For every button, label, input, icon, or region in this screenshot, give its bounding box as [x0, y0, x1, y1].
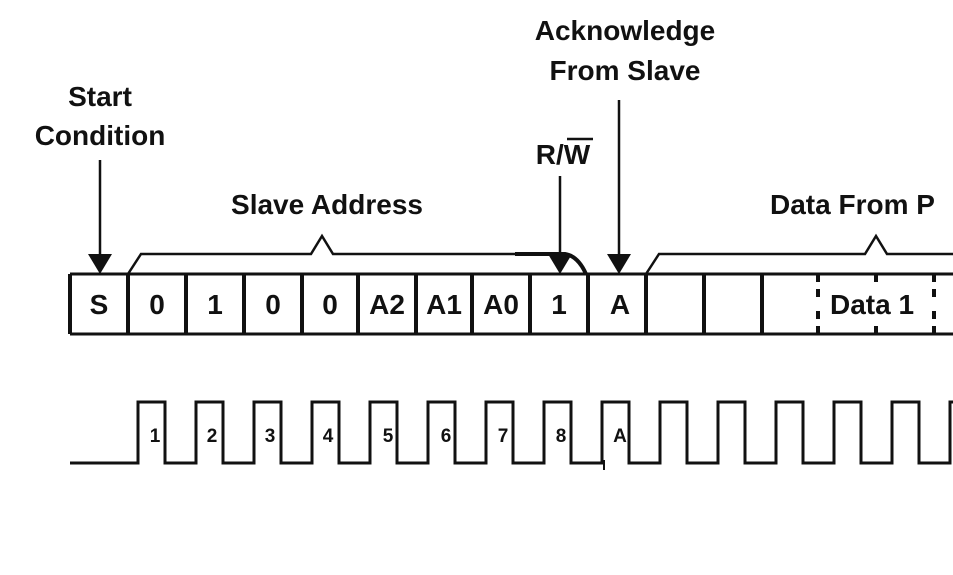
data-frame: S 0 1 0 0 A2 A1 A0 1 A Data 1	[68, 272, 953, 336]
clock-pulse-label: 4	[323, 426, 334, 447]
acknowledge-annotation: Acknowledge From Slave	[535, 15, 715, 274]
clock-pulse-label: 1	[150, 426, 161, 447]
start-arrow-head	[88, 254, 112, 274]
rw-arrow-head	[548, 254, 572, 274]
clock-pulse-label: 7	[498, 426, 509, 447]
slave-address-brace	[126, 233, 515, 275]
data-from-label: Data From P	[770, 189, 935, 220]
clock-pulse-label: A	[613, 426, 627, 447]
slave-address-label: Slave Address	[231, 189, 423, 220]
frame-cell-text: A2	[369, 289, 405, 320]
clock-pulse-label: 3	[265, 426, 276, 447]
frame-cell-text: 0	[265, 289, 281, 320]
clock-pulse-label: 8	[556, 426, 567, 447]
acknowledge-label-line2: From Slave	[550, 55, 701, 86]
start-condition-label-line2: Condition	[35, 120, 166, 151]
frame-cell-text: S	[90, 289, 109, 320]
start-condition-label-line1: Start	[68, 81, 132, 112]
ack-arrow-head	[607, 254, 631, 274]
data-from-brace	[644, 233, 953, 275]
data-from-brace-group: Data From P	[644, 189, 953, 275]
acknowledge-label-line1: Acknowledge	[535, 15, 715, 46]
slave-address-brace-group: Slave Address	[126, 189, 588, 275]
clock-pulse-labels: 1 2 3 4 5 6 7 8 A	[150, 426, 627, 447]
frame-cell-text: A	[610, 289, 630, 320]
start-condition-annotation: Start Condition	[35, 81, 166, 274]
frame-cell-text: Data 1	[830, 289, 914, 320]
frame-dividers	[68, 274, 764, 334]
clock-pulse-label: 2	[207, 426, 218, 447]
rw-label: R/W	[536, 139, 591, 170]
clock-pulse-label: 6	[441, 426, 452, 447]
clock-pulse-label: 5	[383, 426, 394, 447]
clock-waveform: 1 2 3 4 5 6 7 8 A	[70, 400, 953, 470]
frame-cell-texts: S 0 1 0 0 A2 A1 A0 1 A Data 1	[90, 289, 914, 320]
frame-cell-text: A0	[483, 289, 519, 320]
frame-cell-text: 0	[149, 289, 165, 320]
rw-annotation: R/W	[536, 137, 593, 274]
clock-signal	[70, 400, 953, 465]
rw-bracket-bold	[515, 252, 588, 275]
frame-cell-text: 1	[207, 289, 223, 320]
frame-cell-text: 0	[322, 289, 338, 320]
frame-cell-text: A1	[426, 289, 462, 320]
frame-cell-text: 1	[551, 289, 567, 320]
